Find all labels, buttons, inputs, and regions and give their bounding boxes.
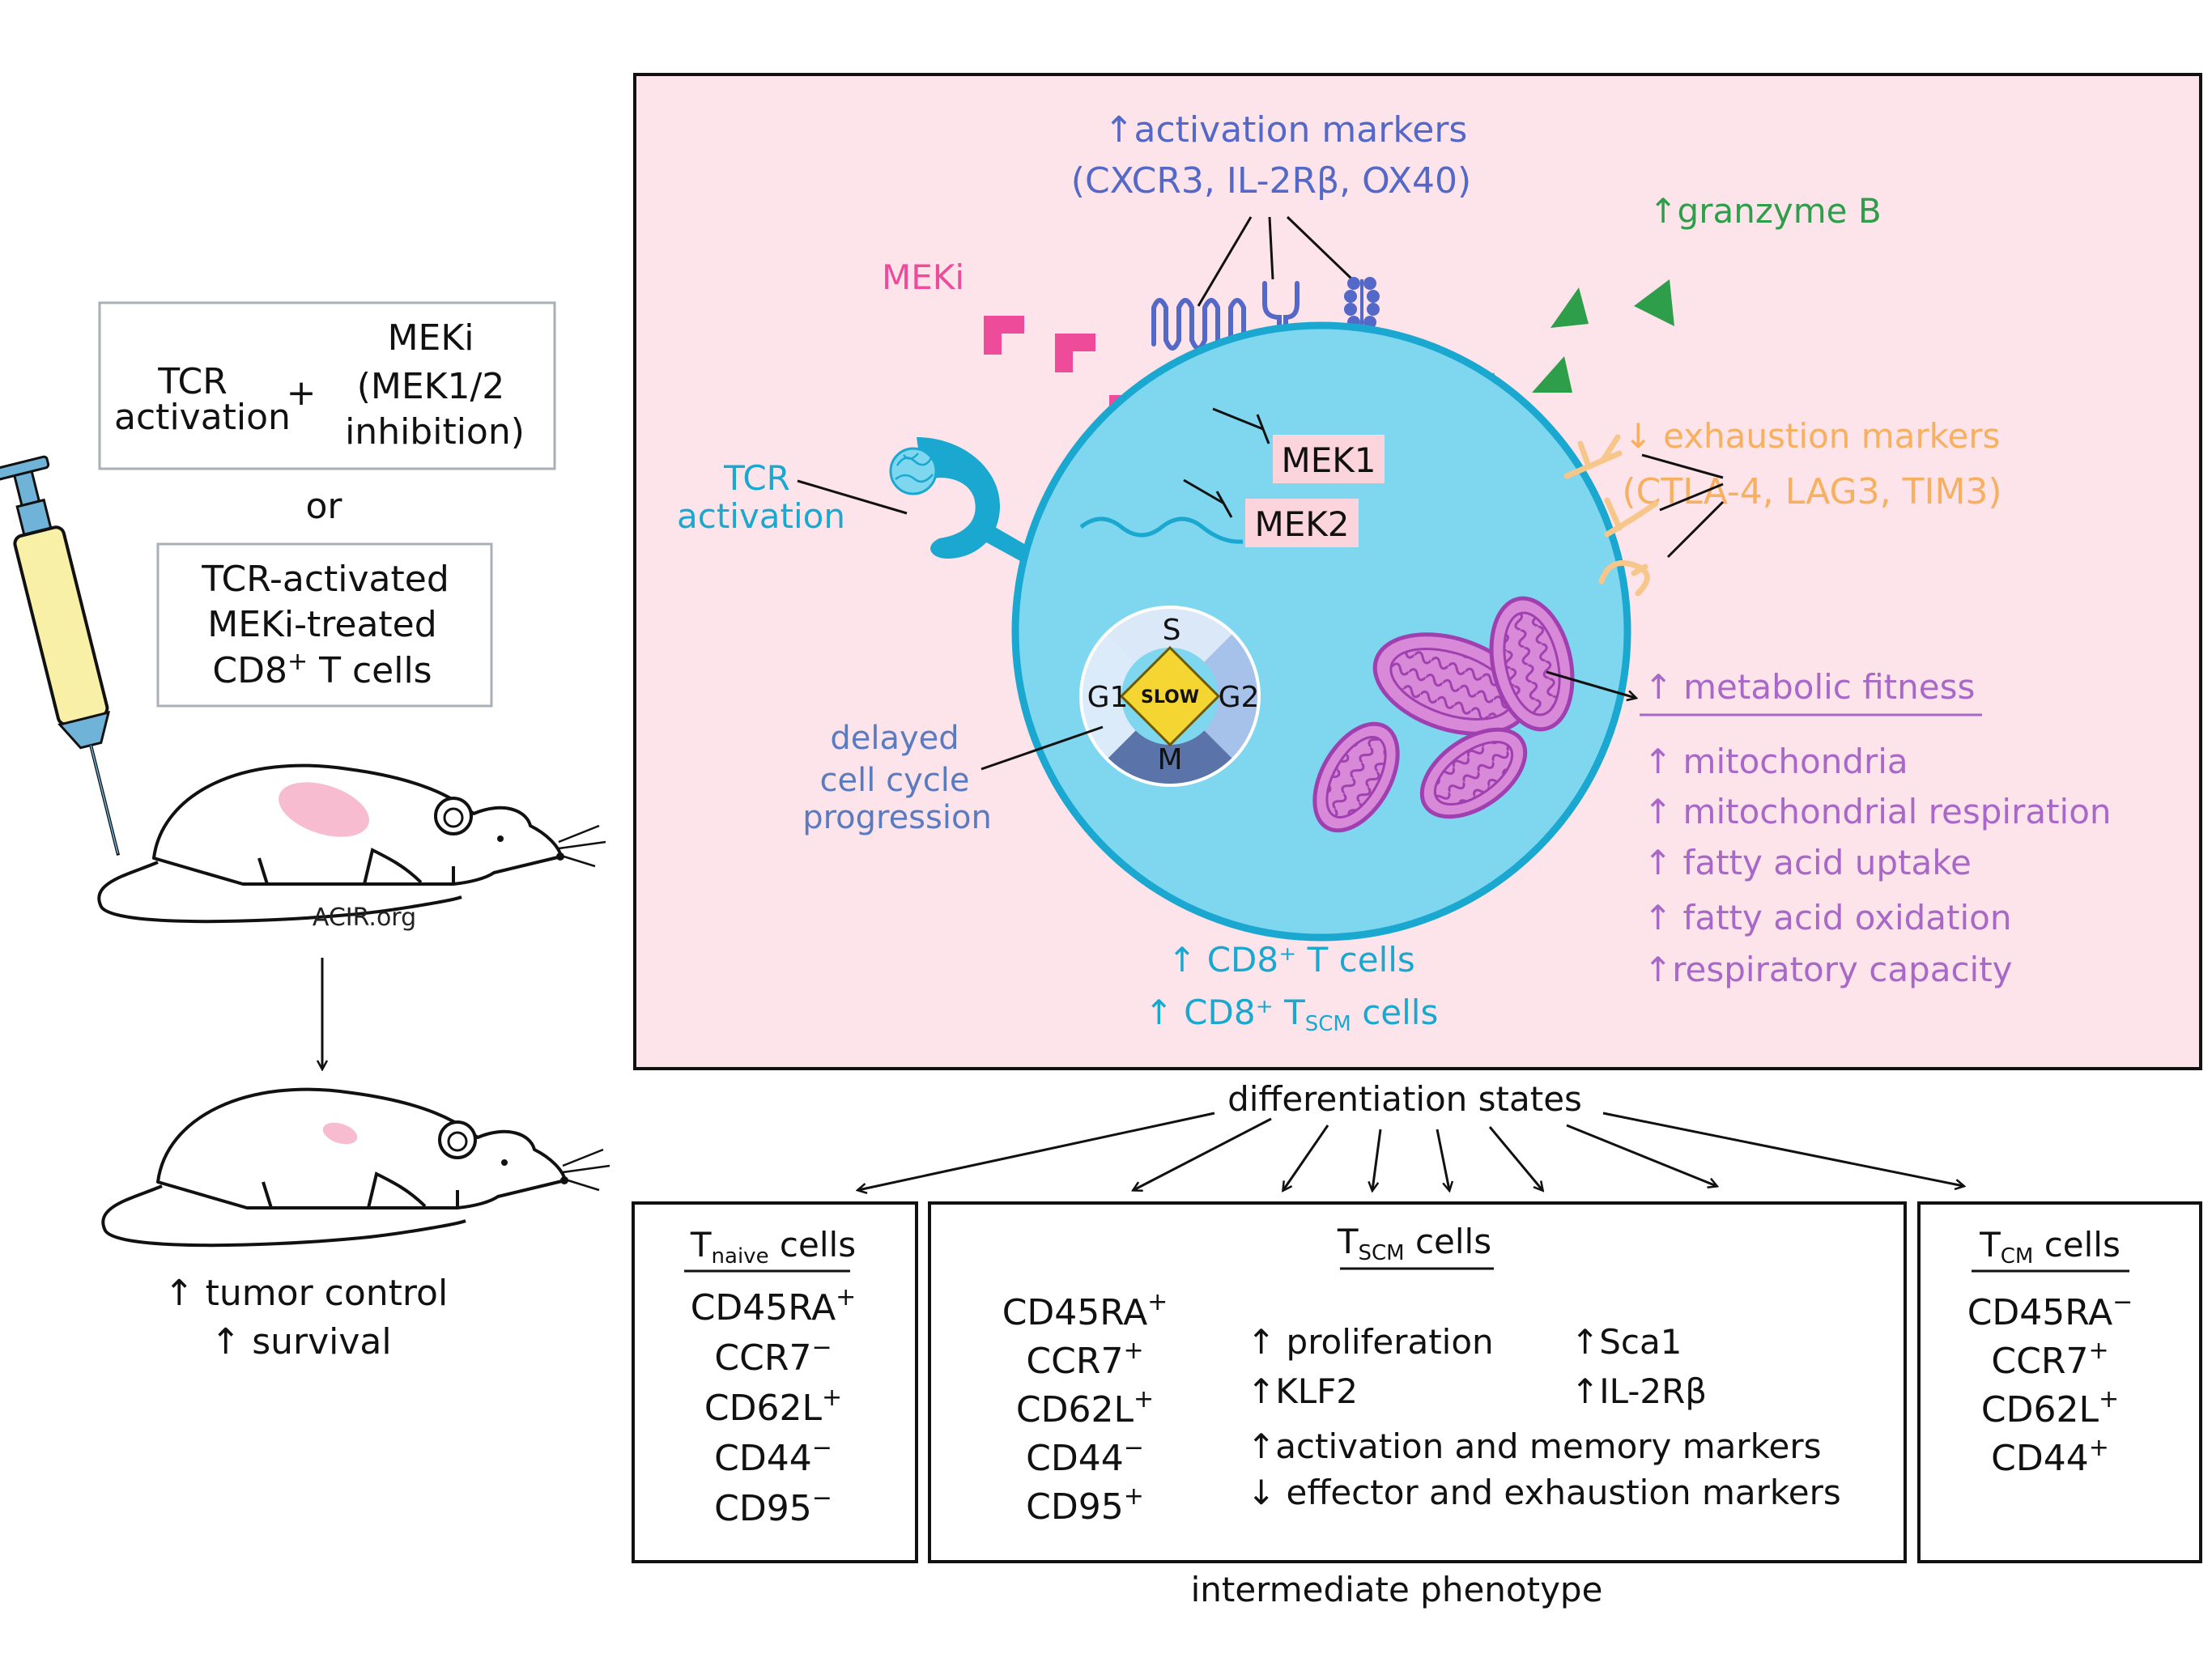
tcm-title: TCM cells: [1979, 1225, 2121, 1269]
antigen-icon: [889, 447, 938, 495]
activation-markers-title: ↑activation markers: [1104, 109, 1468, 151]
marker-item: CD95+: [1026, 1482, 1144, 1528]
cd8-tcells-label: ↑ CD8⁺ T cells: [1168, 940, 1415, 980]
il2rb-receptor-icon: [1262, 281, 1300, 330]
activation-markers-list: (CXCR3, IL-2Rβ, OX40): [1071, 160, 1471, 202]
mek-inhibition-line2: inhibition): [345, 411, 525, 453]
tcr-label: TCR: [157, 361, 228, 402]
marker-item: CCR7−: [714, 1333, 832, 1379]
tscm-effector-exhaustion: ↓ effector and exhaustion markers: [1247, 1473, 1841, 1512]
tcr-activation-label: activation: [677, 496, 845, 536]
metabolic-item: ↑ mitochondria: [1644, 742, 1908, 781]
outcome-survival: ↑ survival: [211, 1321, 391, 1363]
metabolic-list: ↑ mitochondria ↑ mitochondrial respirati…: [1644, 742, 2112, 989]
mek2-label: MEK2: [1254, 504, 1349, 544]
tscm-il2rb: ↑IL-2Rβ: [1571, 1371, 1707, 1411]
naive-box: [632, 1201, 918, 1563]
marker-item: CD45RA+: [1002, 1288, 1168, 1333]
cells-box: [156, 542, 493, 708]
cell-cycle-label: cell cycle: [820, 762, 970, 799]
plus-sign: +: [287, 372, 317, 414]
marker-item: CCR7+: [1026, 1337, 1143, 1382]
marker-item: CD44+: [1991, 1434, 2109, 1479]
cycle-g2: G2: [1219, 681, 1260, 714]
mouse-icon-treated: ACIR.org: [97, 763, 606, 932]
progression-label: progression: [802, 799, 992, 836]
outcome-tumor-control: ↑ tumor control: [164, 1273, 448, 1314]
marker-item: CD62L+: [1016, 1385, 1154, 1431]
left-column: TCR activation + MEKi (MEK1/2 inhibition…: [0, 301, 610, 1363]
or-label: or: [305, 486, 342, 527]
metabolic-item: ↑ fatty acid oxidation: [1644, 898, 2012, 937]
naive-title: Tnaive cells: [690, 1225, 856, 1269]
metabolic-title: ↑ metabolic fitness: [1644, 667, 1976, 707]
intermediate-phenotype-label: intermediate phenotype: [1191, 1570, 1603, 1609]
cells-line2: MEKi-treated: [207, 604, 436, 645]
metabolic-item: ↑ mitochondrial respiration: [1644, 792, 2112, 831]
marker-item: CD45RA−: [1967, 1288, 2133, 1333]
mek-inhibition-line1: (MEK1/2: [357, 366, 505, 407]
naive-marker-list: CD45RA+CCR7− CD62L+ CD44− CD95−: [691, 1283, 857, 1529]
metabolic-item: ↑respiratory capacity: [1644, 950, 2013, 989]
cells-line1: TCR-activated: [201, 559, 449, 600]
ox40-receptor-icon: [1344, 277, 1380, 329]
granzyme-label: ↑granzyme B: [1648, 191, 1881, 231]
marker-item: CD44−: [1026, 1434, 1144, 1479]
exhaustion-title: ↓ exhaustion markers: [1624, 416, 2001, 456]
mek1-inhibition: [1212, 407, 1270, 444]
main-panel: ↑activation markers (CXCR3, IL-2Rβ, OX40…: [633, 73, 2202, 1070]
marker-item: CD62L+: [704, 1384, 842, 1429]
tcr-receptor-icon: [889, 437, 1244, 562]
tscm-activation-memory: ↑activation and memory markers: [1247, 1426, 1822, 1466]
slow-sign-icon: [1119, 645, 1221, 747]
differentiation-section: differentiation states Tnaive cells CD45…: [632, 1079, 2202, 1609]
acir-watermark: ACIR.org: [313, 903, 416, 932]
metabolic-item: ↑ fatty acid uptake: [1644, 843, 1972, 882]
tscm-marker-list: CD45RA+CCR7+CD62L+CD44−CD95+: [1002, 1288, 1168, 1528]
meki-label: MEKi: [388, 317, 474, 359]
cycle-m: M: [1157, 743, 1182, 776]
tscm-title: TSCM cells: [1337, 1222, 1491, 1265]
delayed-label: delayed: [830, 720, 959, 757]
mitochondria-icons: [1312, 596, 1575, 833]
marker-item: CD45RA+: [691, 1283, 857, 1329]
mek1-label: MEK1: [1281, 440, 1376, 480]
tscm-box: [928, 1201, 1907, 1563]
cycle-g1: G1: [1087, 681, 1129, 714]
cd8-tscm-label: ↑ CD8⁺ TSCM cells: [1145, 993, 1439, 1036]
meki-panel-label: MEKi: [882, 257, 964, 297]
tcr-panel-label: TCR: [723, 458, 790, 498]
marker-item: CCR7+: [1991, 1337, 2108, 1382]
activation-label: activation: [114, 397, 291, 438]
tscm-proliferation: ↑ proliferation: [1247, 1322, 1494, 1362]
tcm-marker-list: CD45RA−CCR7+CD62L+CD44+: [1967, 1288, 2133, 1479]
tscm-klf2: ↑KLF2: [1247, 1371, 1358, 1411]
treatment-box: [98, 301, 556, 470]
exhaustion-list: (CTLA-4, LAG3, TIM3): [1622, 471, 2001, 512]
syringe-icon: [0, 455, 120, 856]
mek2-inhibition: [1183, 478, 1233, 518]
tcm-box: [1917, 1201, 2202, 1563]
mouse-icon-outcome: [101, 1087, 610, 1248]
cells-line3: CD8+ T cells: [212, 648, 432, 691]
marker-item: CD62L+: [1981, 1385, 2119, 1431]
differentiation-label: differentiation states: [1227, 1079, 1582, 1119]
tscm-sca1: ↑Sca1: [1571, 1322, 1682, 1362]
cycle-slow: SLOW: [1141, 687, 1199, 708]
exhaustion-receptors: [1563, 434, 1659, 597]
marker-item: CD95−: [714, 1484, 832, 1529]
marker-item: CD44−: [714, 1434, 832, 1479]
cycle-s: S: [1163, 614, 1181, 647]
